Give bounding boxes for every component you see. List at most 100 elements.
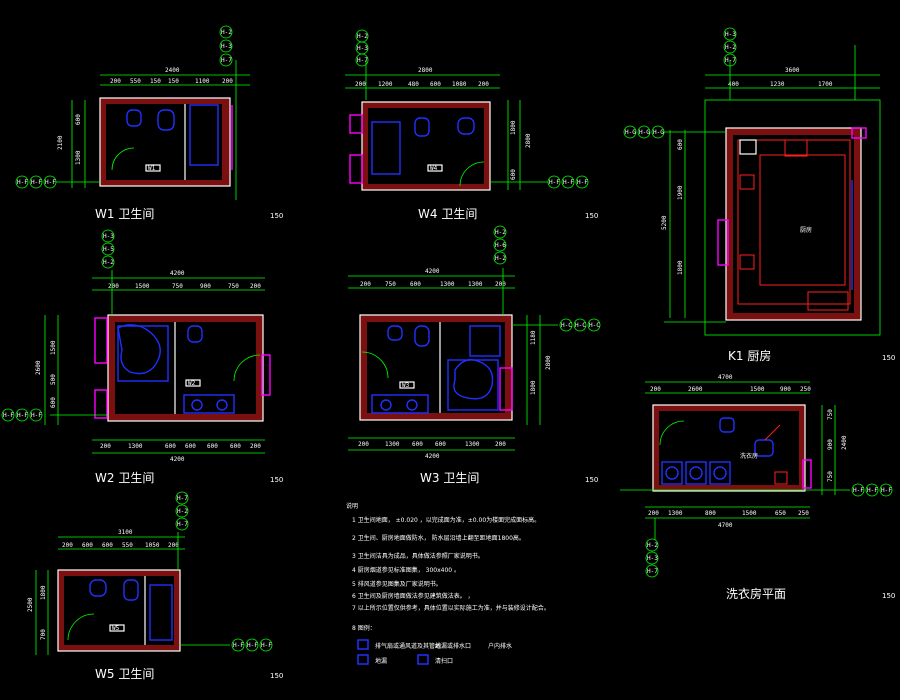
note-item-5: 5 排风道参见图集及厂家说明书。 [352, 580, 442, 588]
w5-dim-1: 200 [62, 542, 73, 549]
w1-dim-3: 150 [150, 78, 161, 85]
w2-dimb-2: 1300 [128, 443, 143, 450]
w1-dim-1: 200 [110, 78, 121, 85]
notes-block: 说明 1 卫生间地面， ±0.020 ，以完成面为准，±0.00为楼面完成面标高… [346, 502, 550, 665]
note-item-6: 6 卫生间及厨房墙面做法参见建筑做法表。 ， [352, 592, 474, 600]
laundry-dimb-2: 1300 [668, 510, 683, 517]
w1-side-axis-3: H-F [45, 179, 56, 186]
k1-side-axis-1: H-G [625, 129, 636, 136]
laundry-dim-right-total: 2400 [841, 435, 848, 450]
w3-dimb-1: 200 [358, 441, 369, 448]
w4-axis-2: H-3 [357, 45, 368, 52]
w4-scale: 150 [585, 212, 598, 220]
w3-side-axis-1: H-C [561, 322, 572, 329]
w3-dim-3: 600 [410, 281, 421, 288]
w3-title: W3 卫生间 [420, 471, 479, 485]
w1-scale: 150 [270, 212, 283, 220]
k1-dim-1: 400 [728, 81, 739, 88]
w3-axis-1: H-2 [495, 229, 506, 236]
w2-side-axis-1: H-F [3, 412, 14, 419]
plan-w3[interactable]: 4200 200 750 600 1300 1300 200 4200 200 … [348, 225, 601, 485]
laundry-axis-3: H-7 [647, 568, 658, 575]
laundry-side-axis-3: H-F [881, 487, 892, 494]
w3-dim-6: 200 [495, 281, 506, 288]
w2-dim-4: 900 [200, 283, 211, 290]
k1-dim-left-total: 5200 [661, 215, 668, 230]
w2-dim-1: 200 [108, 283, 119, 290]
w5-scale: 150 [270, 672, 283, 680]
plan-w2[interactable]: 4200 200 1500 750 900 750 200 4200 200 1… [1, 229, 283, 485]
legend-2-label: 地漏 [375, 657, 387, 665]
note-item-1: 1 卫生间地面， ±0.020 ，以完成面为准，±0.00为楼面完成面标高。 [352, 516, 540, 524]
w4-axis-3: H-7 [357, 57, 368, 64]
k1-side-axis-3: H-G [653, 129, 664, 136]
w5-axis-2: H-2 [177, 508, 188, 515]
w2-title: W2 卫生间 [95, 471, 154, 485]
w3-room-tag: W3 [402, 382, 410, 389]
w3-dimb-2: 1300 [385, 441, 400, 448]
notes-heading: 说明 [346, 502, 358, 510]
k1-dim-left-2: 1900 [677, 185, 684, 200]
note-item-3: 3 卫生间洁具为成品，具体做法参照厂家说明书。 [352, 552, 484, 560]
k1-scale: 150 [882, 354, 895, 362]
k1-axis-2: H-2 [725, 44, 736, 51]
w5-axis-1: H-7 [177, 495, 188, 502]
w3-dim-bottom-total: 4200 [425, 453, 440, 460]
laundry-dim-1: 200 [650, 386, 661, 393]
w1-dim-total: 2400 [165, 67, 180, 74]
w2-axis-3: H-2 [103, 259, 114, 266]
plan-k1[interactable]: 3600 400 1230 1700 5200 600 1900 1800 厨房… [623, 27, 895, 363]
w4-dim-4: 600 [430, 81, 441, 88]
w2-room-tag: W2 [188, 380, 196, 387]
w3-side-axis-2: H-C [575, 322, 586, 329]
laundry-dimb-4: 1500 [742, 510, 757, 517]
w4-dim-1: 200 [355, 81, 366, 88]
w2-side-axis-2: H-F [17, 412, 28, 419]
plan-w1[interactable]: 2400 200 550 150 150 1100 200 2100 600 1… [15, 25, 283, 221]
w2-dimb-6: 600 [230, 443, 241, 450]
w1-dim-left-total: 2100 [57, 135, 64, 150]
laundry-dim-bottom-total: 4700 [718, 522, 733, 529]
w2-dimb-7: 200 [250, 443, 261, 450]
note-item-2: 2 卫生间、厨房地面做防水， 防水层沿墙上翻至距地面1800高。 [352, 534, 525, 542]
k1-axis-3: H-7 [725, 57, 736, 64]
w5-side-axis-3: H-F [261, 642, 272, 649]
plan-w5[interactable]: 3100 200 600 600 550 1050 200 2500 1800 … [27, 491, 283, 681]
note-item-4: 4 厨房烟道参见标准图集， 300x400 。 [352, 566, 460, 574]
w2-dim-left-total: 2600 [35, 360, 42, 375]
w2-dim-2: 1500 [135, 283, 150, 290]
w1-dim-2: 550 [130, 78, 141, 85]
laundry-dimb-5: 650 [775, 510, 786, 517]
laundry-scale: 150 [882, 592, 895, 600]
laundry-dim-right-1: 750 [827, 409, 834, 420]
w4-side-axis-2: H-F [563, 179, 574, 186]
w2-scale: 150 [270, 476, 283, 484]
w4-title: W4 卫生间 [418, 207, 477, 221]
k1-dim-2: 1230 [770, 81, 785, 88]
w1-dim-4: 150 [168, 78, 179, 85]
laundry-dim-total: 4700 [718, 374, 733, 381]
laundry-axis-2: H-3 [647, 555, 658, 562]
w4-dim-right-1: 1800 [510, 120, 517, 135]
w2-dim-3: 750 [172, 283, 183, 290]
w3-dim-2: 750 [385, 281, 396, 288]
plan-w4[interactable]: 2800 200 1200 480 600 1080 200 2800 1800… [345, 29, 598, 221]
w3-dim-1: 200 [360, 281, 371, 288]
w5-side-axis-1: H-F [233, 642, 244, 649]
laundry-dim-right-3: 750 [827, 471, 834, 482]
legend-swatch-2 [357, 654, 369, 665]
w2-dimb-4: 600 [185, 443, 196, 450]
w2-dim-bottom-total: 4200 [170, 456, 185, 463]
w3-side-axis-3: H-C [589, 322, 600, 329]
laundry-side-axis-1: H-F [853, 487, 864, 494]
w4-side-axis-3: H-F [577, 179, 588, 186]
w3-dimb-5: 1300 [465, 441, 480, 448]
w4-room-tag: W4 [430, 165, 438, 172]
laundry-dim-4: 900 [780, 386, 791, 393]
w1-axis-3: H-7 [221, 57, 232, 64]
w4-dim-3: 480 [408, 81, 419, 88]
plan-laundry[interactable]: 4700 200 2600 1500 900 250 4700 200 1300… [620, 374, 895, 601]
w2-dim-left-1: 1500 [50, 340, 57, 355]
laundry-room-tag: 洗衣房 [740, 452, 758, 460]
